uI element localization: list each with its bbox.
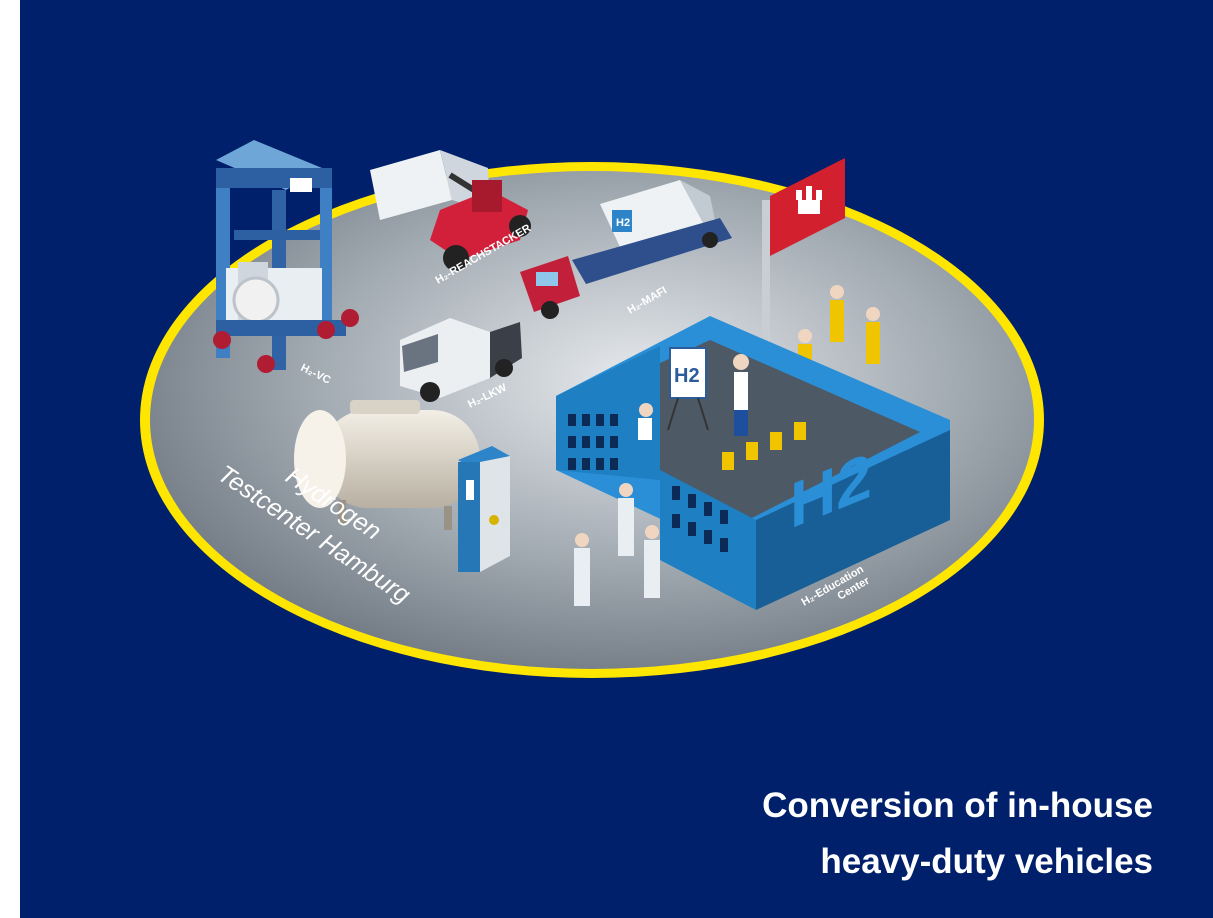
hamburg-flag	[762, 158, 845, 410]
hydrogen-testcenter-illustration: H2	[140, 140, 1044, 678]
mafi-tractor: H2	[520, 180, 732, 319]
slide: H2	[20, 0, 1213, 918]
hydrogen-tank	[294, 400, 480, 530]
workers-group-white	[574, 483, 660, 606]
straddle-carrier	[213, 140, 359, 373]
caption-line2: heavy-duty vehicles	[820, 842, 1153, 881]
education-center: H2 H2	[556, 316, 950, 610]
lkw-truck	[400, 318, 522, 402]
flipchart-text: H2	[674, 365, 700, 387]
fuel-dispenser	[458, 446, 510, 572]
tank-container-text: H2	[616, 217, 630, 229]
reachstacker	[370, 150, 531, 271]
flipchart	[669, 347, 707, 399]
caption: Conversion of in-house heavy-duty vehicl…	[762, 778, 1153, 890]
hamburg-castle-icon	[796, 186, 822, 214]
caption-line1: Conversion of in-house	[762, 786, 1153, 825]
